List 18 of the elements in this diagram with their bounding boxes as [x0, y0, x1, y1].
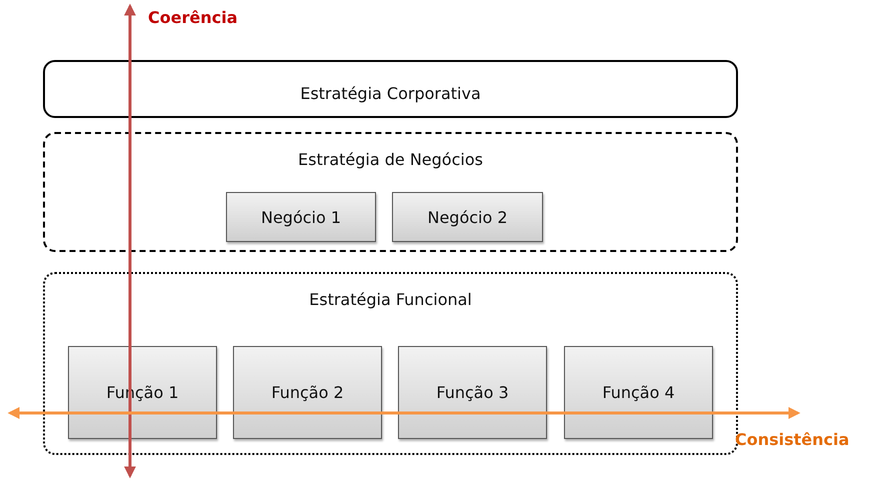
unit-label: Função 3 — [436, 383, 509, 402]
function-box — [398, 346, 547, 439]
business-box — [392, 192, 543, 242]
function-box — [564, 346, 713, 439]
axis-label: Coerência — [148, 8, 238, 27]
axis-label: Consistência — [735, 430, 850, 449]
unit-label: Função 4 — [602, 383, 675, 402]
unit-label: Negócio 2 — [427, 208, 508, 226]
strategy-box — [43, 60, 738, 118]
strategy-group-box — [43, 132, 738, 252]
level-title: Estratégia Corporativa — [299, 84, 482, 103]
level-title: Estratégia de Negócios — [297, 150, 484, 169]
function-box — [233, 346, 382, 439]
function-box — [68, 346, 217, 439]
business-box — [226, 192, 376, 242]
level-title: Estratégia Funcional — [308, 290, 473, 309]
unit-label: Negócio 1 — [260, 208, 342, 226]
unit-label: Função 2 — [271, 383, 344, 402]
